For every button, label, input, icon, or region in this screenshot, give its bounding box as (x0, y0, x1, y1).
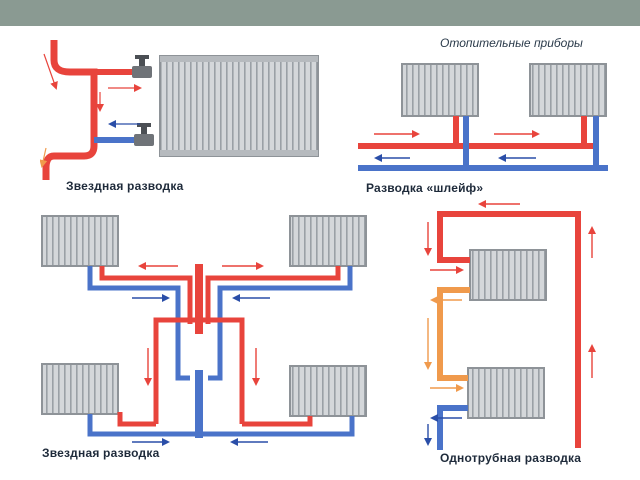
loop-scheme (358, 63, 608, 171)
caption-loop: Разводка «шлейф» (366, 181, 484, 195)
valve-icon (134, 123, 154, 146)
radiator-icon (41, 215, 119, 267)
caption-single-pipe: Однотрубная разводка (440, 451, 582, 465)
radiator-icon (289, 365, 367, 417)
heading: Отопительные приборы (440, 36, 583, 50)
caption-star-top: Звездная разводка (66, 179, 184, 193)
star-scheme-bottom (41, 215, 367, 446)
radiator-icon (401, 63, 479, 117)
single-pipe-scheme (424, 200, 596, 450)
radiator-icon (41, 363, 119, 415)
radiator-icon (467, 367, 545, 419)
radiator-icon (529, 63, 607, 117)
radiator-icon (469, 249, 547, 301)
caption-star-bottom: Звездная разводка (42, 446, 160, 460)
supply-riser (42, 40, 98, 180)
valve-icon (132, 55, 152, 78)
radiator-icon (159, 55, 319, 157)
radiator-icon (289, 215, 367, 267)
heating-diagram: Отопительные приборы Звездная разводка Р… (40, 36, 612, 468)
star-scheme-top (40, 40, 319, 180)
diagram-svg (40, 40, 608, 450)
top-bar (0, 0, 640, 26)
